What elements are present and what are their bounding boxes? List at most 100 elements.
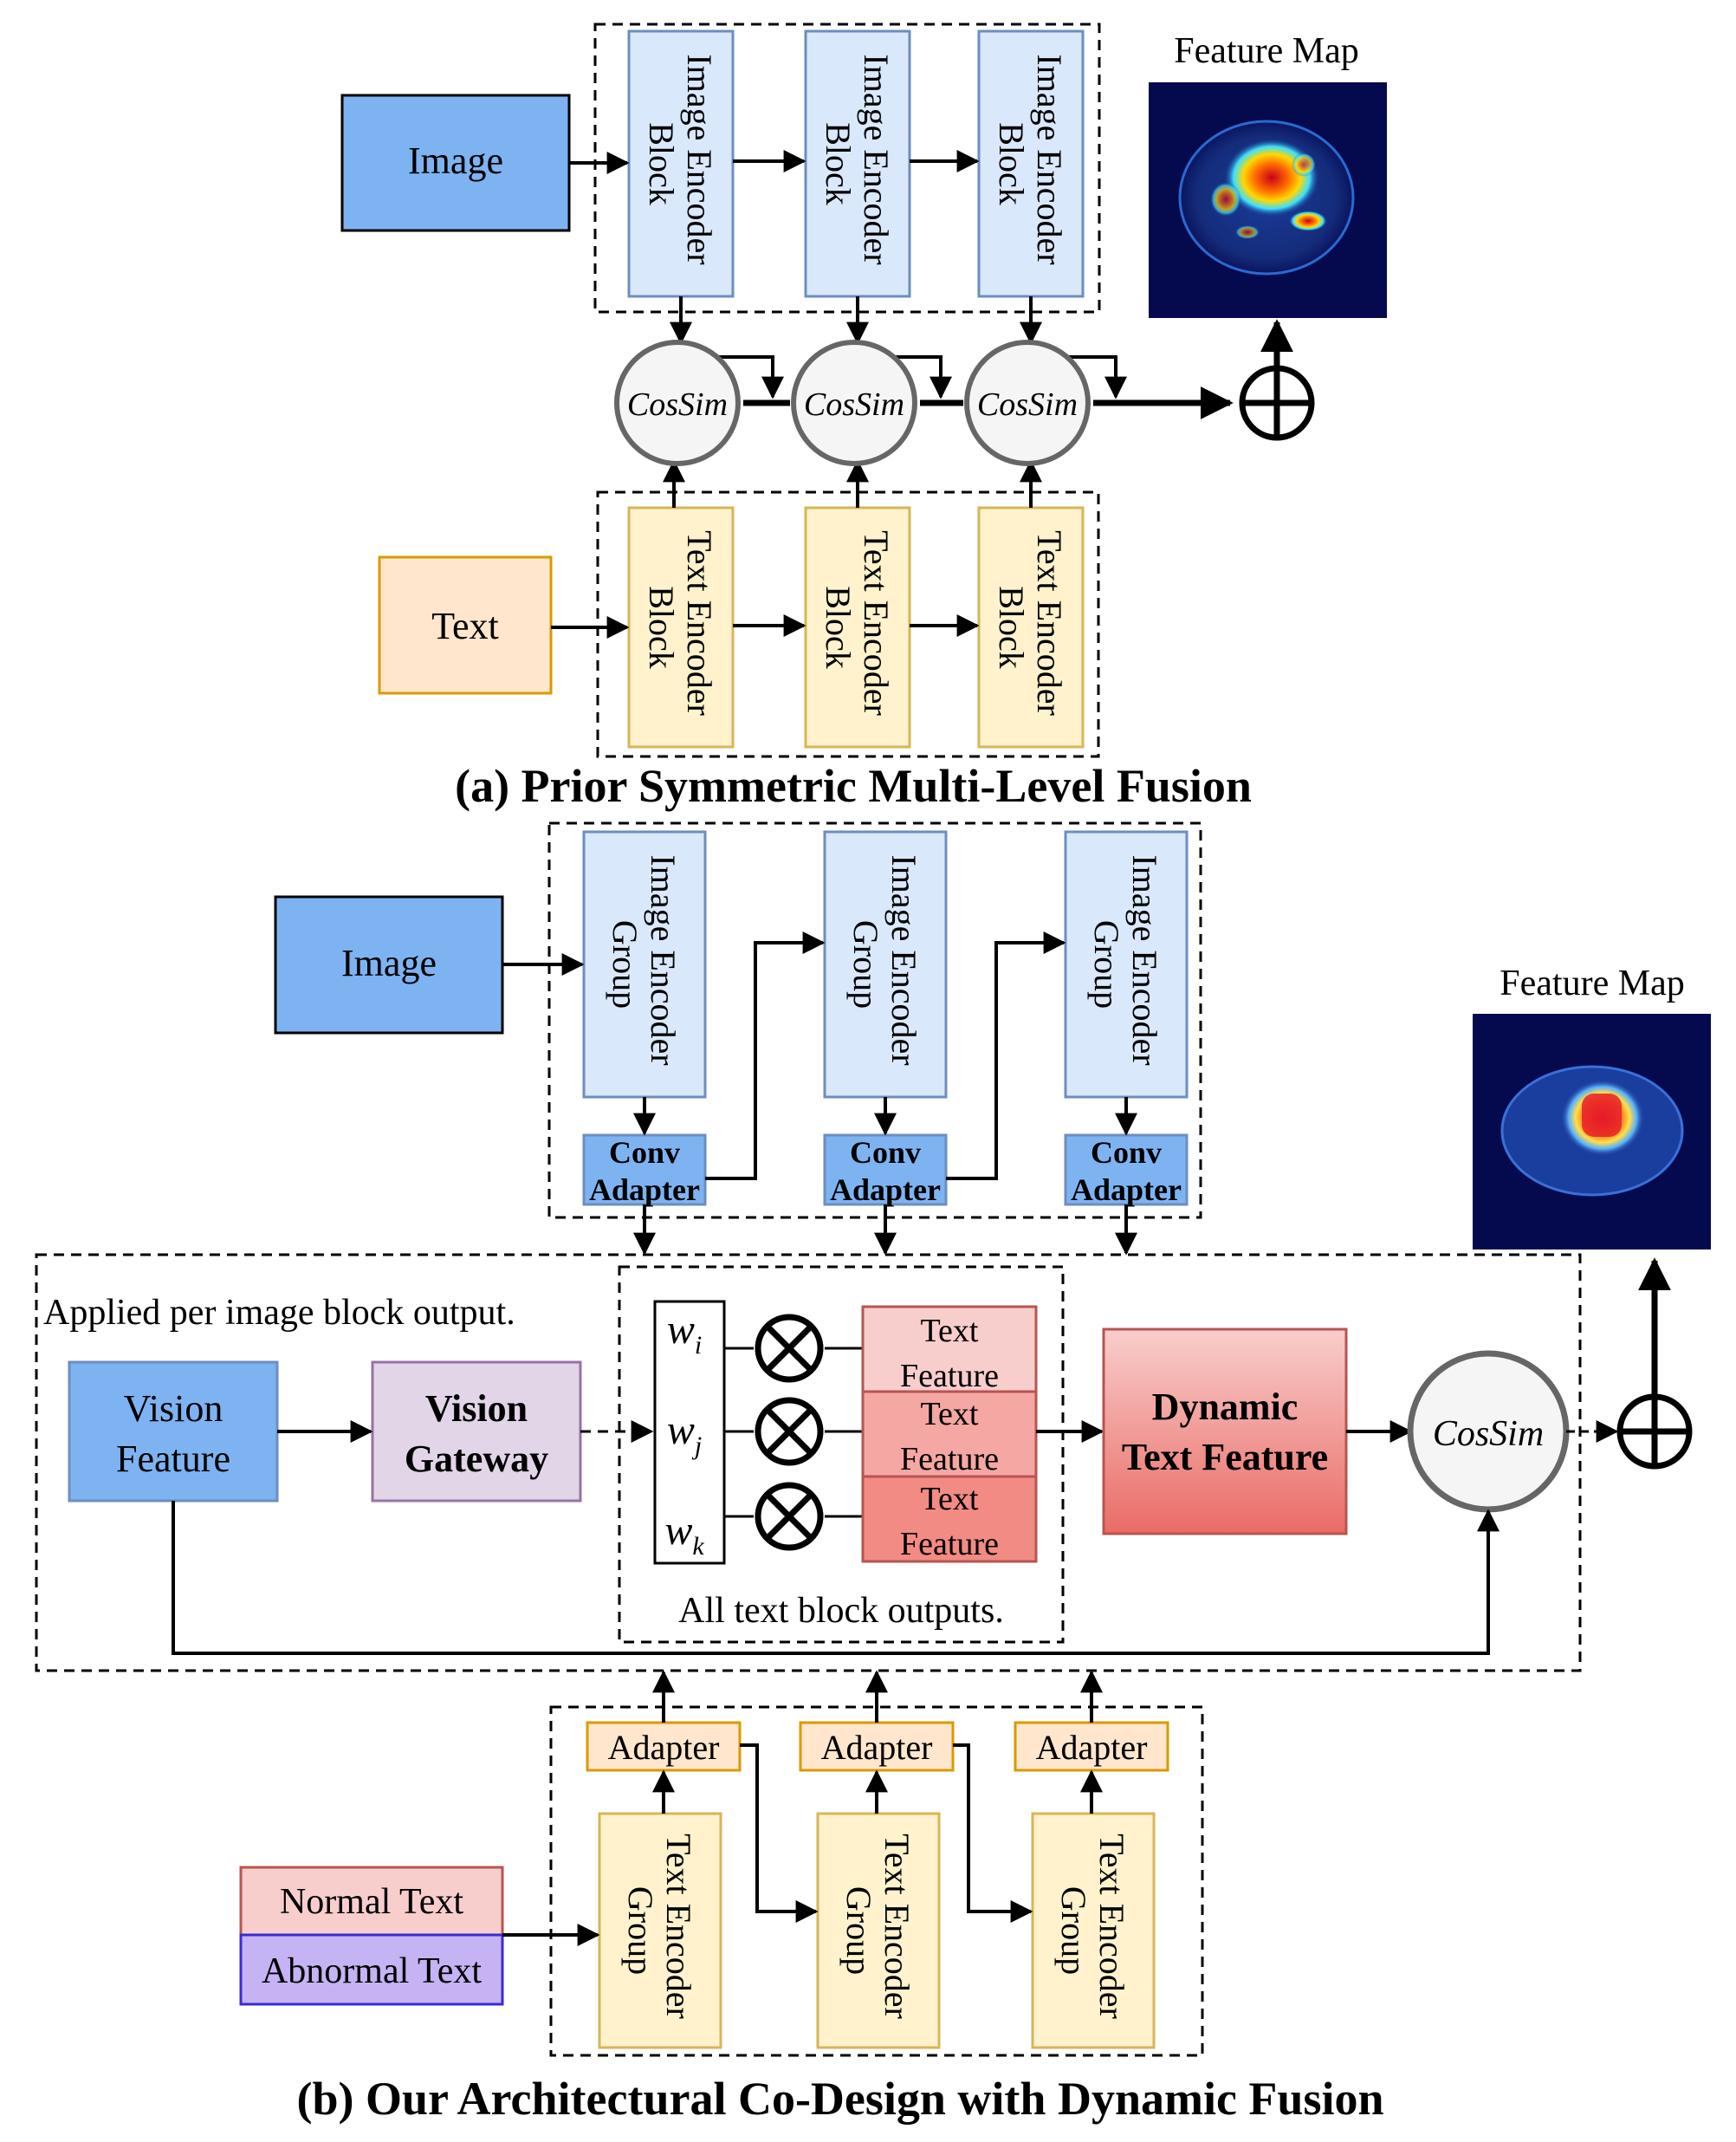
image-encoder-block-line1: Image Encoder (680, 54, 719, 264)
text-feature-1: Text Feature (861, 1305, 1038, 1394)
text-encoder-block-2: Text Encoder Block (804, 506, 911, 749)
svg-text:Dynamic: Dynamic (1152, 1386, 1299, 1428)
text-encoder-block-line1: Text Encoder (857, 530, 896, 716)
svg-text:Text Encoder Group: Text Encoder Group (1054, 1834, 1131, 2028)
adapter-1: Adapter (586, 1721, 742, 1772)
text-path-arrows (502, 1670, 1103, 1946)
image-encoder-group-box (593, 23, 1101, 314)
sum-oplus-a (1239, 365, 1315, 441)
multiply-ops (724, 1314, 863, 1551)
cossim-circle-3: CosSim (964, 340, 1091, 466)
all-text-note: All text block outputs. (678, 1591, 1004, 1631)
svg-text:Text Encoder Group: Text Encoder Group (621, 1834, 698, 2028)
cossim-circle-b: CosSim (1407, 1350, 1570, 1513)
conv-adapter-2: Conv Adapter (823, 1133, 948, 1207)
svg-text:Vision: Vision (124, 1387, 223, 1430)
cossim-label: CosSim (804, 386, 904, 423)
caption-a: (a) Prior Symmetric Multi-Level Fusion (455, 760, 1252, 812)
image-encoder-block-2: Image Encoder Block (804, 29, 911, 298)
svg-text:Adapter: Adapter (608, 1728, 720, 1767)
svg-text:Feature: Feature (900, 1441, 999, 1477)
dynamic-text-feature: Dynamic Text Feature (1102, 1327, 1348, 1535)
adapter-3: Adapter (1014, 1721, 1169, 1772)
svg-text:Adapter: Adapter (1071, 1172, 1182, 1207)
svg-text:Vision: Vision (425, 1387, 528, 1430)
text-feature-3: Text Feature (861, 1475, 1038, 1563)
svg-text:Conv: Conv (1091, 1135, 1162, 1170)
normal-text-box: Normal Text (239, 1866, 504, 1937)
svg-text:Conv: Conv (850, 1135, 921, 1170)
text-weight-box (618, 1265, 1065, 1644)
cossim-label: CosSim (1433, 1414, 1544, 1454)
svg-text:Conv: Conv (609, 1135, 680, 1170)
svg-text:Text Encoder Block: Text Encoder Block (992, 530, 1069, 724)
image-input-box (340, 94, 571, 232)
svg-text:Image Encoder Block: Image Encoder Block (992, 54, 1069, 273)
image-encoder-group-3: Image Encoder Group (1064, 830, 1189, 1099)
vision-feature-box: Vision Feature (68, 1360, 279, 1503)
image-path-arrows (502, 931, 1137, 1256)
feature-map-image-a (1149, 82, 1387, 318)
svg-text:Image Encoder Block: Image Encoder Block (642, 54, 719, 273)
weight-i: wi (667, 1307, 702, 1360)
text-encoder-block-line2: Block (819, 586, 858, 669)
svg-text:Adapter: Adapter (830, 1172, 941, 1207)
image-encoder-block-line2: Block (992, 122, 1031, 205)
svg-text:Text: Text (921, 1313, 979, 1349)
sum-oplus-b (1616, 1393, 1693, 1470)
text-encoder-block-1: Text Encoder Block (627, 506, 735, 749)
svg-text:Feature: Feature (116, 1438, 230, 1480)
image-input-label-b: Image (341, 942, 437, 984)
svg-text:Image Encoder Group: Image Encoder Group (846, 854, 923, 1074)
svg-text:Feature: Feature (900, 1358, 999, 1394)
svg-text:Text Encoder Group: Text Encoder Group (839, 1834, 917, 2028)
cossim-circle-2: CosSim (791, 340, 917, 466)
conv-adapter-1: Conv Adapter (582, 1133, 707, 1207)
caption-b: (b) Our Architectural Co-Design with Dyn… (297, 2073, 1384, 2125)
text-encoder-block-3: Text Encoder Block (977, 506, 1085, 749)
text-encoder-group-1: Text Encoder Group (598, 1812, 722, 2049)
image-input-box-b (274, 895, 504, 1035)
cossim-label: CosSim (977, 386, 1078, 423)
text-encoder-group-box (596, 490, 1100, 758)
text-encoder-block-line1: Text Encoder (680, 530, 719, 716)
adapter-2: Adapter (799, 1721, 955, 1772)
svg-text:Image Encoder Block: Image Encoder Block (819, 54, 896, 273)
feature-map-title-a: Feature Map (1174, 31, 1358, 71)
abnormal-text-box: Abnormal Text (239, 1933, 504, 2006)
cossim-circle-1: CosSim (614, 340, 741, 466)
text-encoder-group-2: Text Encoder Group (816, 1812, 941, 2049)
image-encoder-block-line1: Image Encoder (1030, 54, 1069, 264)
svg-text:Adapter: Adapter (1036, 1728, 1148, 1767)
feature-map-image-b (1473, 1014, 1711, 1250)
svg-text:Text Encoder Block: Text Encoder Block (642, 530, 719, 724)
text-group-box (549, 1705, 1204, 2057)
text-input-box (378, 555, 553, 695)
otimes-icon (755, 1482, 824, 1551)
image-encoder-block-line1: Image Encoder (857, 54, 896, 264)
weight-k: wk (664, 1508, 704, 1561)
svg-text:Text Encoder Block: Text Encoder Block (819, 530, 896, 724)
feature-map-title-b: Feature Map (1500, 964, 1684, 1003)
svg-text:Text Feature: Text Feature (1122, 1436, 1328, 1478)
text-feature-2: Text Feature (861, 1390, 1038, 1478)
svg-text:Image Encoder Group: Image Encoder Group (1087, 854, 1164, 1074)
image-encoder-block-1: Image Encoder Block (627, 29, 735, 298)
text-encoder-block-line2: Block (992, 586, 1031, 669)
text-encoder-block-line1: Text Encoder (1030, 530, 1069, 716)
image-encoder-block-line2: Block (642, 122, 681, 205)
part-a-arrows (551, 150, 1127, 639)
weight-column: wi wj wk (653, 1300, 726, 1565)
weight-j: wj (667, 1407, 702, 1460)
text-encoder-group-3: Text Encoder Group (1031, 1812, 1156, 2049)
conv-adapter-3: Conv Adapter (1064, 1133, 1189, 1207)
svg-text:Normal Text: Normal Text (280, 1882, 463, 1922)
svg-text:Adapter: Adapter (821, 1728, 933, 1767)
text-encoder-block-line2: Block (642, 586, 681, 669)
otimes-icon (755, 1397, 824, 1466)
image-encoder-block-3: Image Encoder Block (977, 29, 1085, 298)
svg-text:Feature: Feature (900, 1526, 999, 1562)
svg-text:Adapter: Adapter (589, 1172, 700, 1207)
part-a: Image Text Image Encoder Block Image Enc… (340, 23, 1387, 812)
